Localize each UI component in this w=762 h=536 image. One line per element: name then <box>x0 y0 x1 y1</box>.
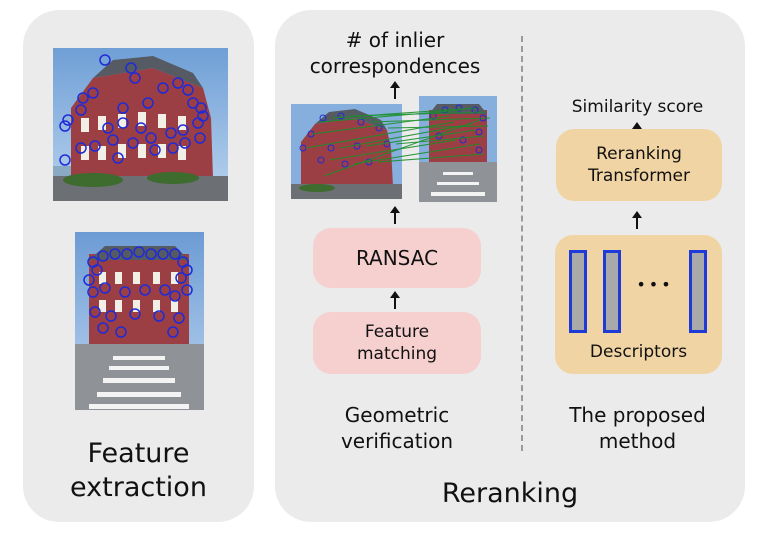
transformer-line-1: Reranking <box>596 144 682 164</box>
caption-line-1: Geometric <box>344 403 450 427</box>
building-photo-landscape <box>53 48 228 201</box>
inlier-count-label: # of inlier correspondences <box>305 27 485 79</box>
up-arrow-icon <box>390 206 400 224</box>
inlier-label-line-1: # of inlier <box>345 28 445 52</box>
descriptors-label: Descriptors <box>589 342 688 362</box>
caption-line-1: The proposed <box>569 403 706 427</box>
geometric-verification-caption: Geometric verification <box>297 402 497 454</box>
caption-line-2: method <box>598 429 677 453</box>
descriptor-bar <box>603 250 621 333</box>
similarity-score-label: Similarity score <box>571 97 704 117</box>
match-lines <box>305 107 491 177</box>
inlier-label-line-2: correspondences <box>309 54 481 78</box>
up-arrow-icon <box>632 211 642 229</box>
ellipsis-icon: ••• <box>636 275 674 294</box>
feature-matching-line-2: matching <box>356 344 438 364</box>
caption-line-2: verification <box>340 429 454 453</box>
reranking-caption: Reranking <box>441 478 579 509</box>
up-arrow-icon <box>390 81 400 99</box>
column-divider <box>521 36 523 451</box>
ransac-label: RANSAC <box>355 246 439 270</box>
caption-line-2: extraction <box>70 472 207 503</box>
transformer-line-2: Transformer <box>587 166 690 186</box>
up-arrow-icon <box>390 291 400 309</box>
descriptor-bar <box>689 250 707 333</box>
reranking-transformer-box: Reranking Transformer <box>556 129 722 201</box>
descriptors-box: ••• Descriptors <box>555 235 722 374</box>
building-photo-portrait <box>75 232 204 410</box>
descriptor-bar <box>569 250 587 333</box>
feature-extraction-caption: Feature extraction <box>23 437 254 505</box>
proposed-method-caption: The proposed method <box>535 402 740 454</box>
caption-line-1: Feature <box>87 438 190 469</box>
feature-matching-box: Feature matching <box>313 312 481 374</box>
matching-photo-left <box>291 104 402 199</box>
feature-matching-line-1: Feature <box>364 322 430 342</box>
ransac-box: RANSAC <box>313 228 481 288</box>
